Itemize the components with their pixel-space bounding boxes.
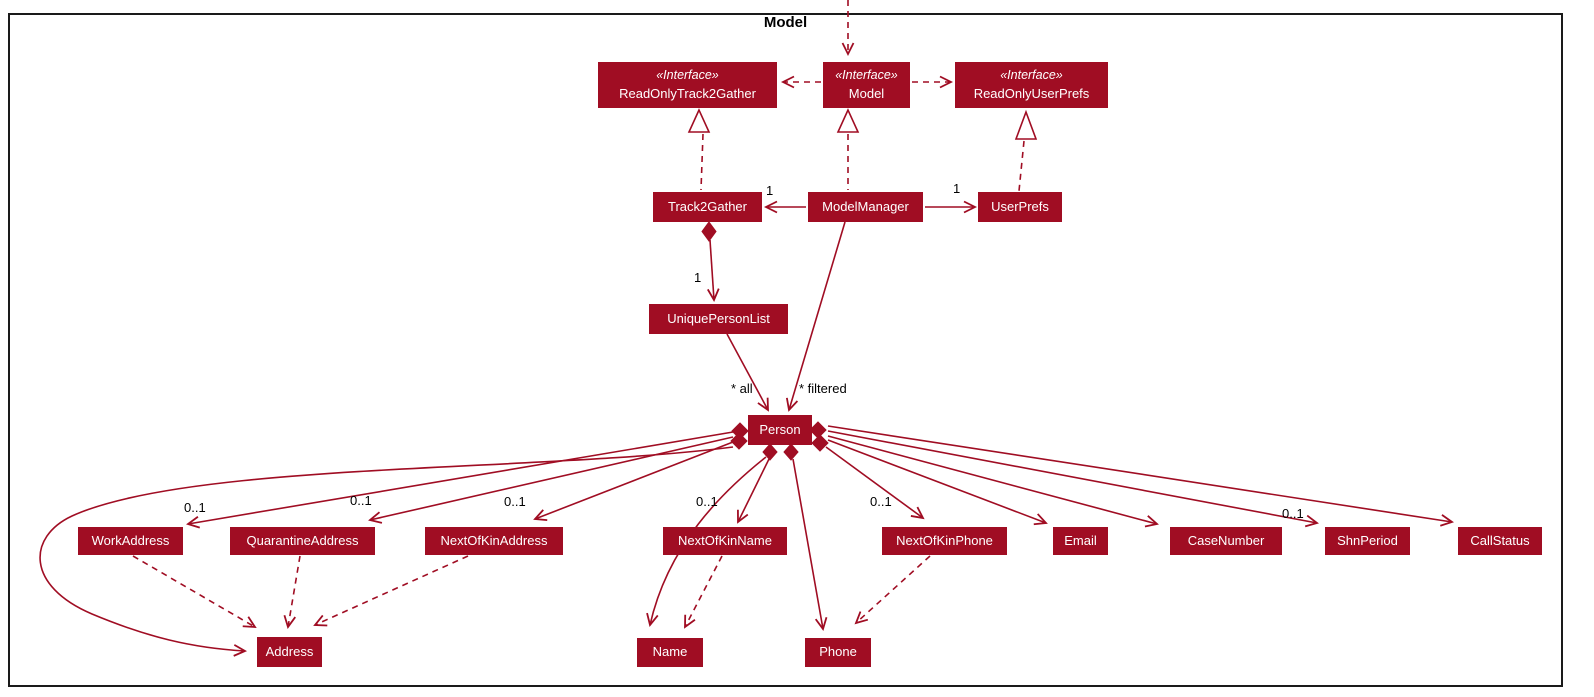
edge-person-to-callstatus (827, 425, 1454, 527)
class-name-label: ReadOnlyTrack2Gather (619, 85, 756, 101)
class-name-label: Address (265, 643, 314, 659)
edge-person-to-casenumber (827, 435, 1159, 528)
role-label-all: * all (731, 381, 753, 396)
class-box-model-interface: «Interface» Model (823, 62, 910, 108)
edge-track2gather-to-uniquepersonlist (701, 221, 720, 303)
multiplicity-person-workaddress: 0..1 (184, 500, 206, 515)
multiplicity-person-quarantineaddress: 0..1 (350, 493, 372, 508)
class-box-readonly-track2gather: «Interface» ReadOnlyTrack2Gather (598, 62, 777, 108)
class-box-modelmanager: ModelManager (808, 192, 923, 222)
edge-userprefs-realizes-readonlyuserprefs (1014, 109, 1038, 192)
multiplicity-modelmanager-track2gather: 1 (766, 183, 774, 198)
multiplicity-track2gather-uniquepersonlist: 1 (694, 270, 702, 285)
class-name-label: NextOfKinAddress (440, 532, 548, 548)
class-box-workaddress: WorkAddress (78, 527, 183, 555)
class-name-label: Track2Gather (668, 198, 747, 214)
edge-person-to-nextofkinaddress (533, 441, 734, 522)
edge-person-to-nextofkinphone (825, 446, 925, 520)
edge-person-to-address (39, 446, 734, 657)
class-box-quarantineaddress: QuarantineAddress (230, 527, 375, 555)
class-name-label: UniquePersonList (667, 310, 770, 326)
class-box-userprefs: UserPrefs (978, 192, 1062, 222)
stereotype-label: «Interface» (1000, 68, 1063, 83)
class-name-label: Person (759, 421, 801, 437)
class-name-label: Model (848, 85, 885, 101)
class-box-readonly-userprefs: «Interface» ReadOnlyUserPrefs (955, 62, 1108, 108)
class-name-label: UserPrefs (991, 198, 1049, 214)
edge-nextofkinname-dep-name (684, 555, 723, 629)
class-box-uniquepersonlist: UniquePersonList (649, 304, 788, 334)
stereotype-label: «Interface» (835, 68, 898, 83)
multiplicity-person-shnperiod: 0..1 (1282, 506, 1304, 521)
edge-nextofkinaddress-dep-address (313, 555, 469, 627)
class-name-label: ShnPeriod (1337, 532, 1398, 548)
person-left-composition-diamonds (730, 422, 749, 450)
multiplicity-modelmanager-userprefs: 1 (953, 181, 961, 196)
class-box-shnperiod: ShnPeriod (1325, 527, 1410, 555)
class-name-label: Email (1064, 532, 1097, 548)
class-name-label: CallStatus (1470, 532, 1530, 548)
edge-uniquepersonlist-to-person (726, 333, 769, 412)
multiplicity-person-nextofkinphone: 0..1 (870, 494, 892, 509)
class-name-label: Phone (819, 644, 857, 660)
class-box-nextofkinname: NextOfKinName (663, 527, 787, 555)
class-name-label: NextOfKinPhone (896, 532, 993, 548)
edge-person-to-shnperiod (827, 430, 1319, 528)
class-box-nextofkinphone: NextOfKinPhone (882, 527, 1007, 555)
edge-track2gather-realizes-readonlytrack2gather (687, 108, 711, 191)
role-label-filtered: * filtered (799, 381, 847, 396)
edge-person-to-nextofkinname (737, 458, 770, 524)
class-box-email: Email (1053, 527, 1108, 555)
multiplicity-person-nextofkinname: 0..1 (696, 494, 718, 509)
edge-workaddress-dep-address (132, 555, 257, 629)
class-name-label: Name (652, 644, 688, 660)
class-name-label: ReadOnlyUserPrefs (973, 85, 1090, 101)
edge-person-to-email (827, 439, 1048, 526)
edge-modelmanager-to-person (785, 221, 846, 412)
person-bottom-composition-diamonds (762, 443, 799, 461)
person-right-composition-diamonds (809, 421, 829, 452)
diagram-frame (8, 13, 1563, 687)
stereotype-label: «Interface» (656, 68, 719, 83)
class-box-track2gather: Track2Gather (653, 192, 762, 222)
edge-person-to-name (646, 456, 767, 627)
class-name-label: WorkAddress (91, 532, 170, 548)
multiplicity-person-nextofkinaddress: 0..1 (504, 494, 526, 509)
diagram-title: Model (763, 14, 808, 31)
edge-person-to-quarantineaddress (368, 436, 734, 524)
class-box-casenumber: CaseNumber (1170, 527, 1282, 555)
class-box-person: Person (748, 415, 812, 445)
edge-person-to-phone (792, 458, 828, 631)
class-name-label: ModelManager (822, 198, 909, 214)
edge-modelmanager-realizes-model (836, 108, 860, 190)
class-box-nextofkinaddress: NextOfKinAddress (425, 527, 563, 555)
class-name-label: CaseNumber (1187, 532, 1265, 548)
edge-quarantineaddress-dep-address (283, 555, 301, 629)
edge-person-to-workaddress (186, 431, 734, 529)
class-box-name: Name (637, 638, 703, 667)
class-box-callstatus: CallStatus (1458, 527, 1542, 555)
class-name-label: QuarantineAddress (246, 532, 359, 548)
class-name-label: NextOfKinName (678, 532, 772, 548)
edge-nextofkinphone-dep-phone (854, 555, 931, 625)
class-box-phone: Phone (805, 638, 871, 667)
class-box-address: Address (257, 637, 322, 667)
